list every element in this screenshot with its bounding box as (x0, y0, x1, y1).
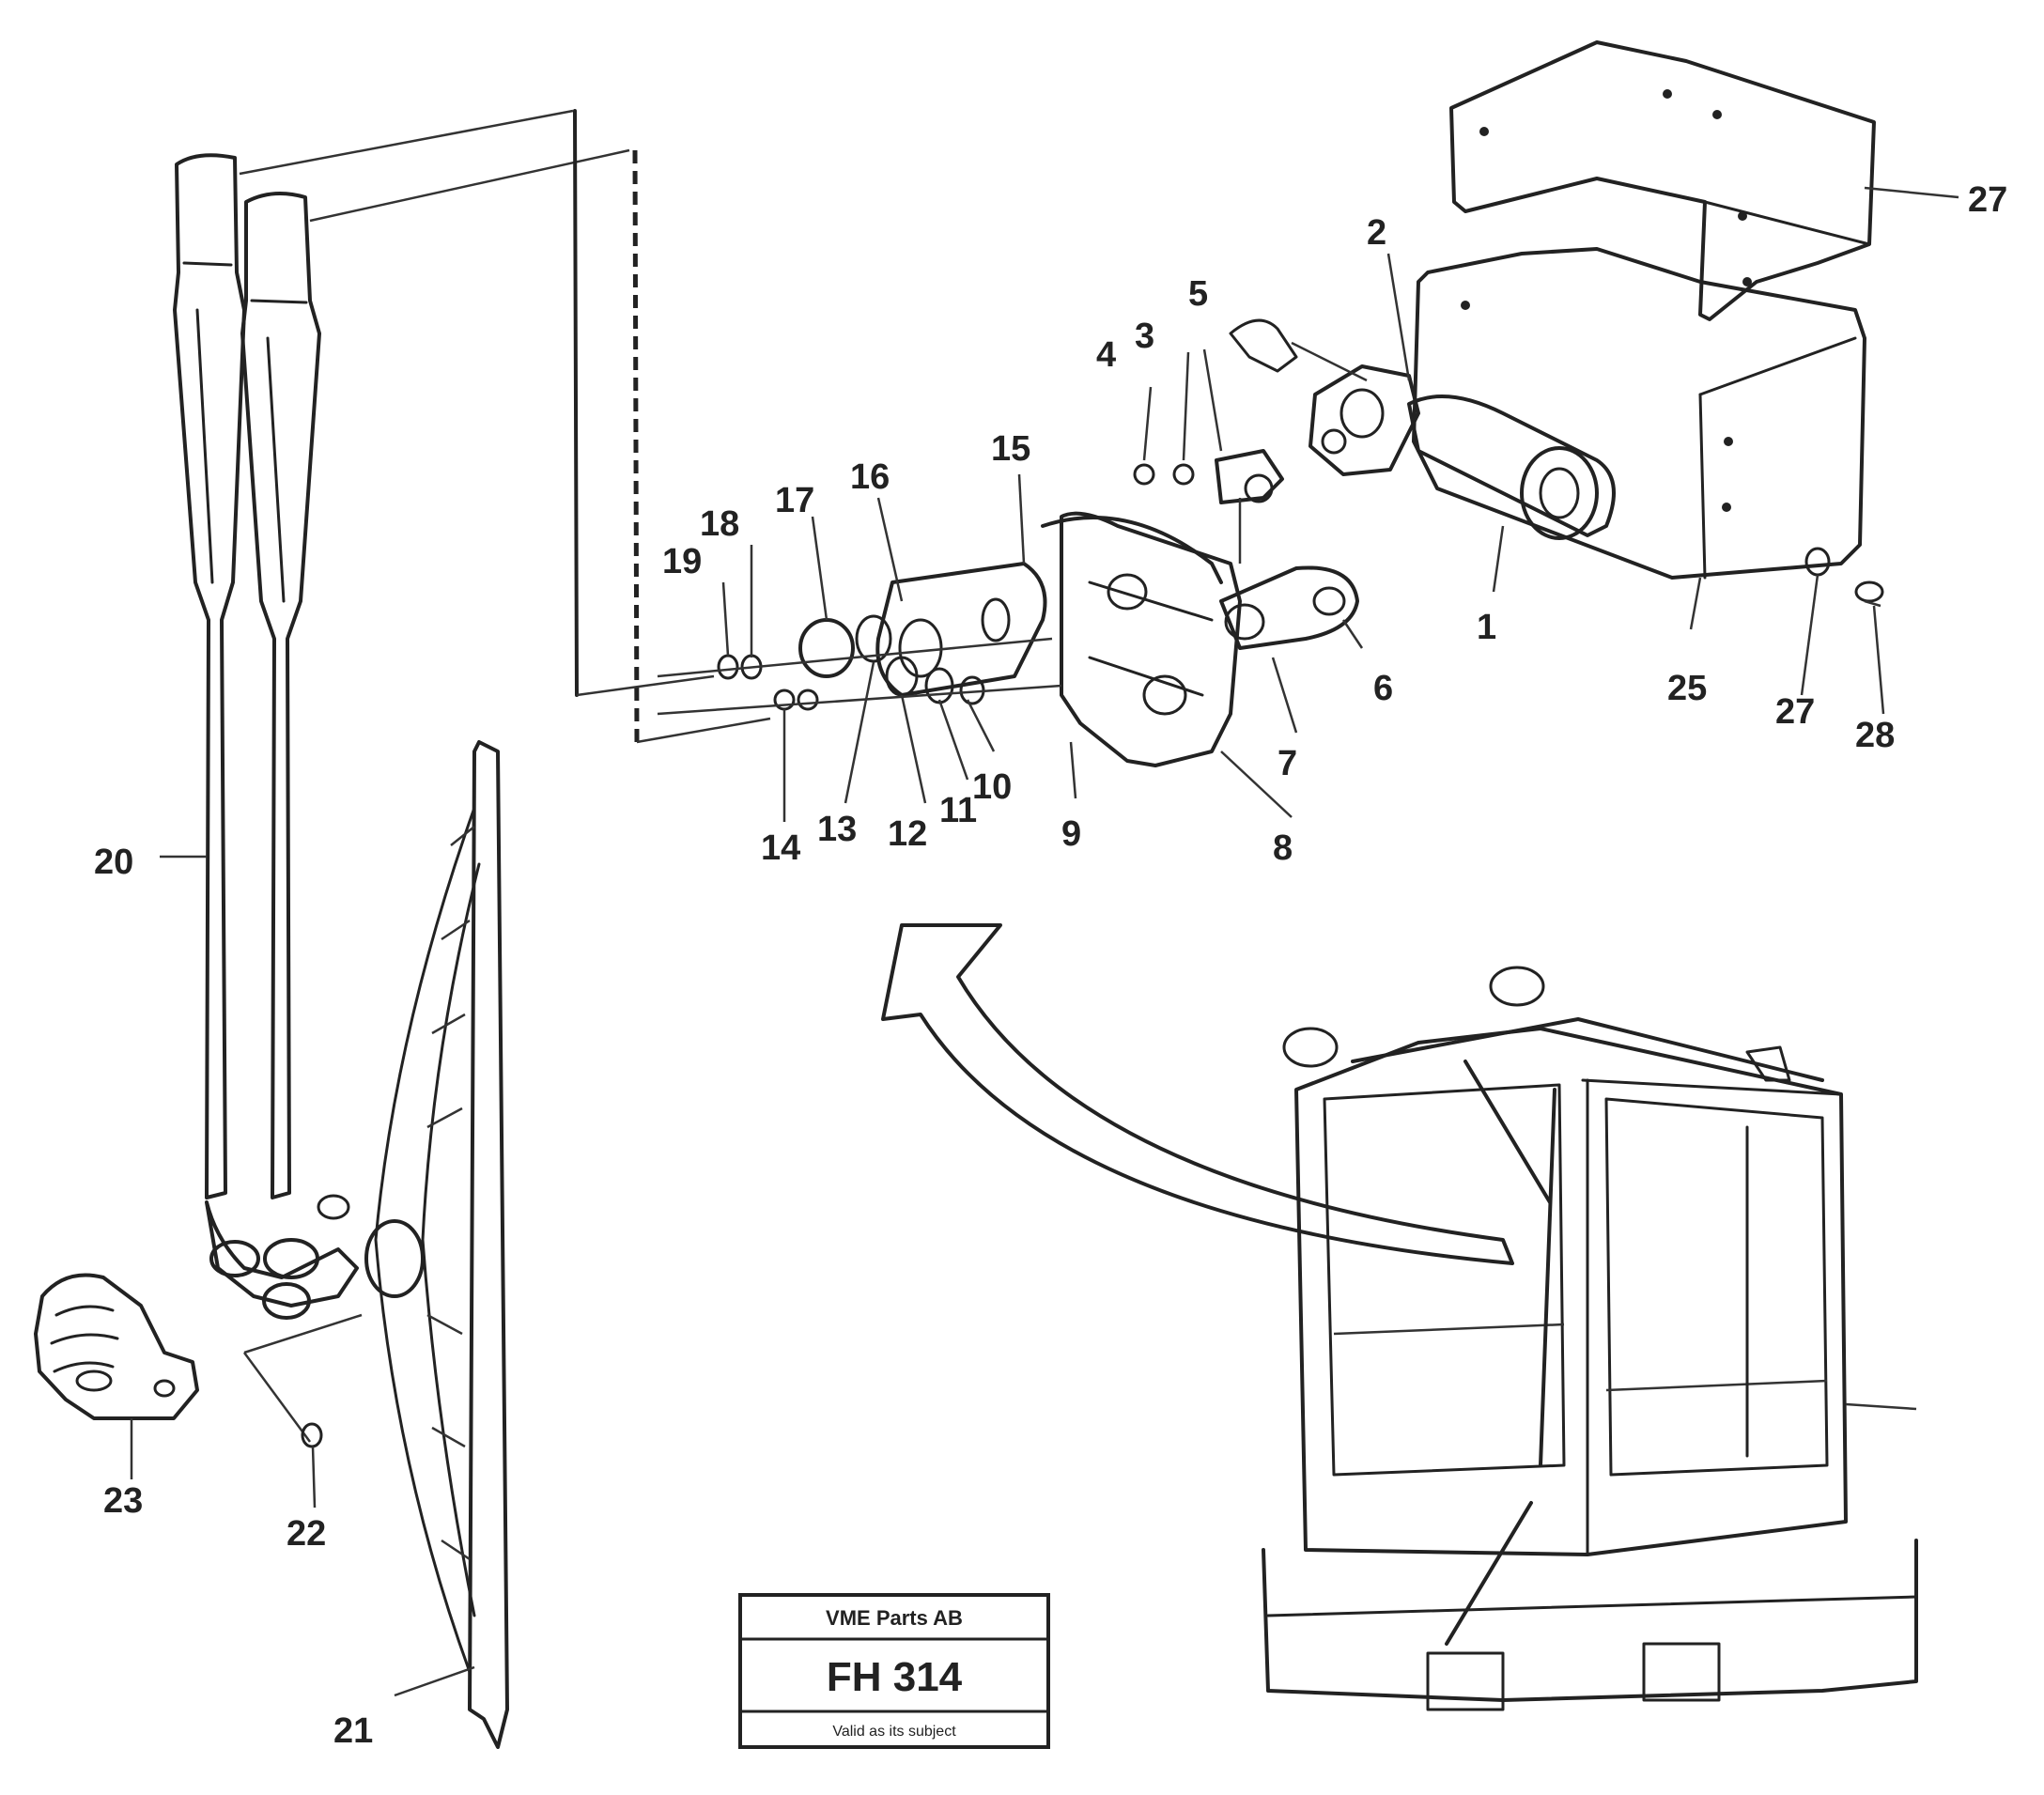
callout-2: 2 (1367, 213, 1386, 253)
callout-13: 13 (817, 810, 857, 849)
callout-11: 11 (939, 791, 977, 830)
stamp-code: FH 314 (827, 1654, 963, 1700)
stamp-note: Valid as its subject (832, 1724, 956, 1740)
callout-6: 6 (1373, 669, 1393, 708)
callout-15: 15 (991, 429, 1030, 469)
leader-lines (130, 186, 1959, 1697)
callout-28: 28 (1855, 716, 1895, 755)
callout-7: 7 (1278, 744, 1297, 783)
motor-housing (1229, 40, 1876, 580)
callout-25: 25 (1667, 669, 1707, 708)
window-frame (573, 109, 771, 744)
callout-17: 17 (775, 481, 814, 520)
callout-9: 9 (1061, 814, 1081, 854)
callout-12: 12 (888, 814, 927, 854)
callout-14: 14 (761, 828, 800, 868)
callout-21: 21 (333, 1711, 373, 1751)
callout-labels: 27 2 5 4 3 1 6 7 8 9 10 11 12 13 14 15 1… (94, 180, 2007, 1751)
small-parts-3-4-5 (1133, 449, 1284, 564)
callout-20: 20 (94, 843, 133, 882)
callout-22: 22 (286, 1514, 326, 1554)
callout-10: 10 (972, 767, 1012, 807)
callout-3: 3 (1135, 317, 1154, 356)
callout-1: 1 (1477, 608, 1496, 647)
linkage-assembly (1041, 511, 1359, 767)
wiper-blade (242, 740, 509, 1749)
washer-27-bolt-28 (1804, 547, 1884, 608)
callout-19: 19 (662, 542, 702, 581)
drawing-stamp: VME Parts AB FH 314 Valid as its subject (738, 1593, 1050, 1749)
callout-5: 5 (1188, 274, 1208, 314)
callout-24: 27 (1968, 180, 2007, 220)
callout-27: 27 (1775, 692, 1815, 732)
detail-arrow (881, 923, 1514, 1265)
callout-18: 18 (700, 504, 739, 544)
shaft-stack (657, 562, 1062, 716)
cab-illustration (1262, 966, 1918, 1711)
callout-4: 4 (1096, 335, 1116, 375)
nut-22 (301, 1422, 323, 1448)
wiper-arm (173, 109, 630, 1320)
clip-23 (34, 1273, 199, 1420)
callout-16: 16 (850, 457, 890, 497)
stamp-company: VME Parts AB (826, 1606, 963, 1630)
callout-23: 23 (103, 1481, 143, 1521)
callout-8: 8 (1273, 828, 1293, 868)
